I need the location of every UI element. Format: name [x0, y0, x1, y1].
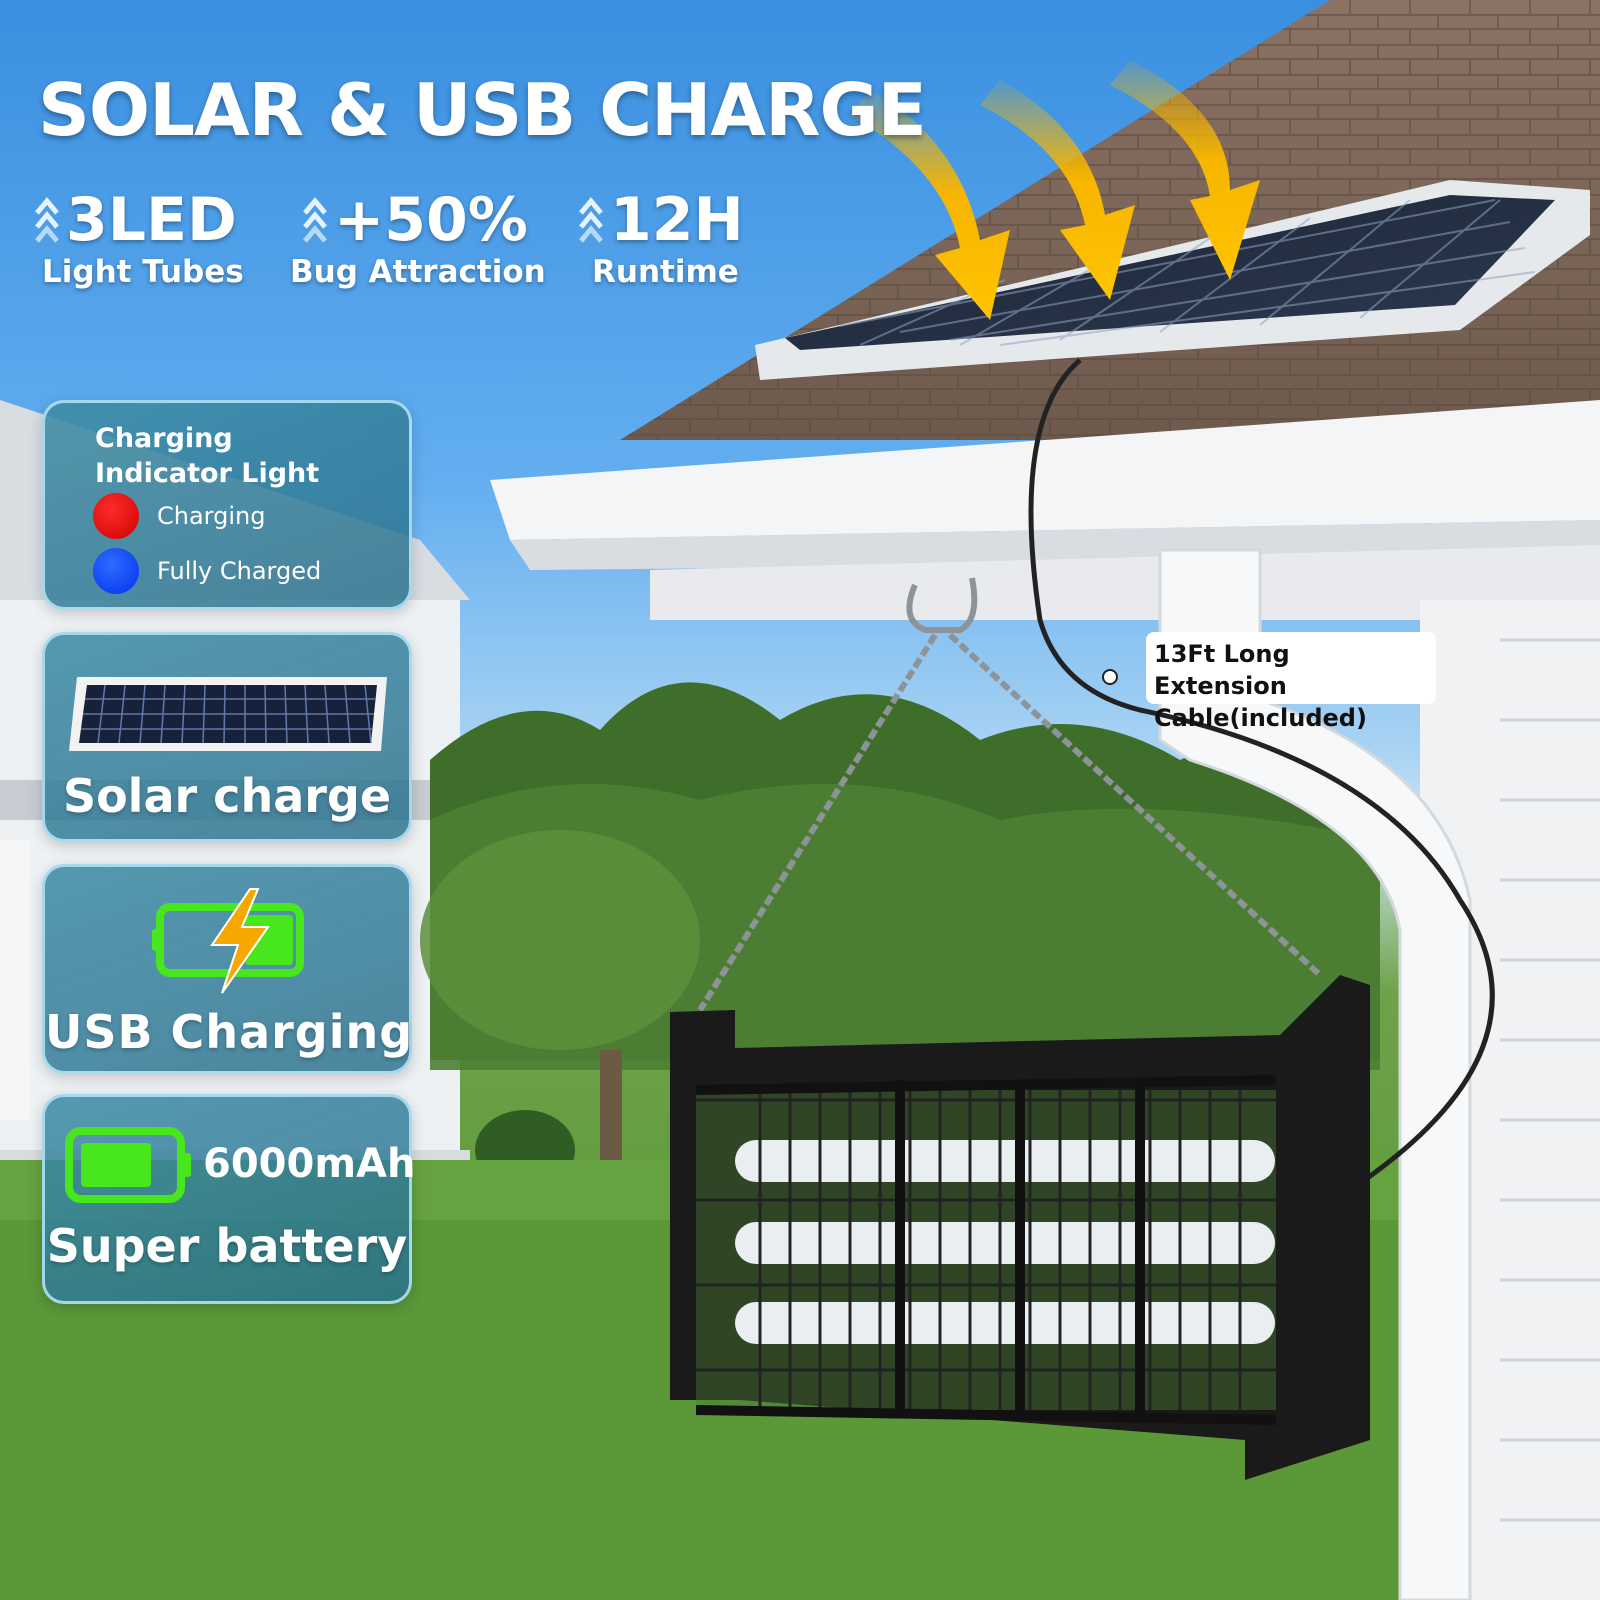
- usb-charging-caption: USB Charging: [45, 1005, 414, 1059]
- stat-value: 12H: [610, 185, 744, 255]
- tree-line: [420, 682, 1380, 1190]
- stat-caption: Runtime: [592, 254, 739, 290]
- cable-callout: 13Ft Long Extension Cable(included): [1146, 632, 1436, 732]
- bug-zapper-device: [670, 975, 1370, 1480]
- stat-runtime: 12H Runtime: [578, 190, 744, 290]
- super-battery-caption: Super battery: [46, 1219, 408, 1273]
- battery-bolt-icon: [152, 888, 304, 994]
- blue-indicator-dot: [93, 548, 139, 594]
- battery-card: 6000mAh Super battery: [42, 1094, 416, 1304]
- headline: SOLAR & USB CHARGE: [38, 68, 927, 152]
- stat-bug-attraction: +50% Bug Attraction: [290, 185, 546, 290]
- battery-capacity: 6000mAh: [203, 1141, 416, 1187]
- solar-panel-icon: [69, 677, 387, 751]
- sun-ray-arrow-icon: [850, 60, 1260, 320]
- stat-caption: Light Tubes: [42, 254, 244, 290]
- fully-charged-label: Fully Charged: [157, 557, 322, 585]
- battery-full-icon: [65, 1127, 191, 1203]
- charging-label: Charging: [157, 502, 266, 530]
- solar-charge-card: Solar charge: [42, 632, 412, 842]
- extension-cable: [1028, 358, 1495, 1193]
- indicator-card: Charging Indicator Light Charging Fully …: [42, 400, 412, 610]
- red-indicator-dot: [93, 493, 139, 539]
- chevron-up-double-icon: [579, 197, 603, 243]
- solar-charge-caption: Solar charge: [62, 769, 392, 823]
- indicator-title: Charging Indicator Light: [95, 423, 320, 489]
- usb-charging-card: USB Charging: [42, 864, 412, 1074]
- chevron-up-double-icon: [303, 197, 327, 243]
- hanging-chain: [697, 577, 1323, 1012]
- roof-solar-panel: [755, 180, 1590, 380]
- stat-value: +50%: [334, 185, 528, 255]
- stat-led-tubes: 3LED Light Tubes: [34, 190, 244, 290]
- stat-value: 3LED: [66, 185, 237, 255]
- chevron-up-double-icon: [35, 197, 59, 243]
- stat-caption: Bug Attraction: [290, 254, 546, 290]
